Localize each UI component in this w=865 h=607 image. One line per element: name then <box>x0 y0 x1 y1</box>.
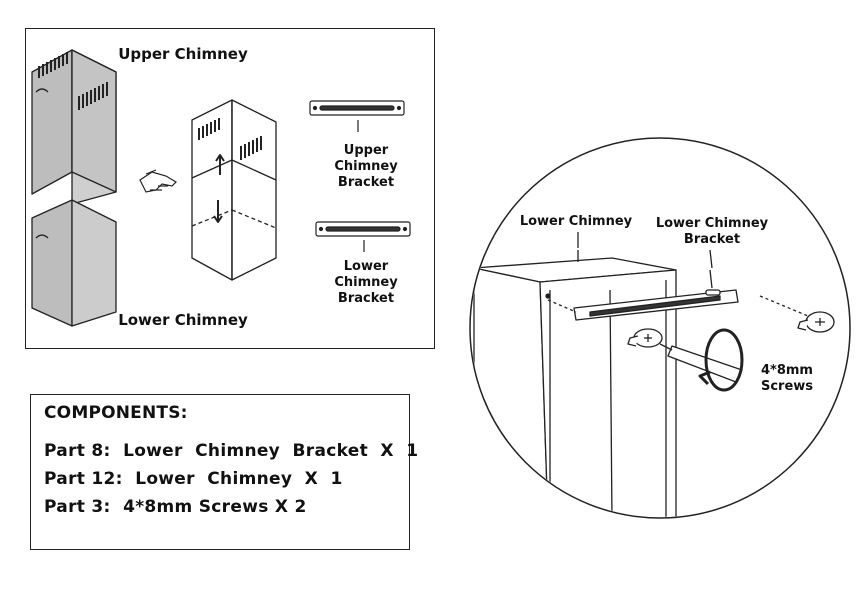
component-item: Part 12: Lower Chimney X 1 <box>44 469 343 489</box>
screw-icon <box>627 328 663 348</box>
upper-bracket-label: Upper Chimney Bracket <box>320 143 412 191</box>
detail-circle <box>469 137 851 519</box>
upper-bracket-illustration <box>309 100 405 132</box>
lower-bracket-label-line3: Bracket <box>337 291 395 306</box>
screws-label: 4*8mm Screws <box>754 363 820 395</box>
upper-chimney-label: Upper Chimney <box>118 45 248 63</box>
screw-icon <box>547 295 835 333</box>
detail-lower-bracket-label-line1: Lower Chimney <box>655 216 769 231</box>
detail-lower-bracket <box>573 269 739 321</box>
rotation-arrow-icon <box>698 328 744 392</box>
upper-bracket-label-line2: Chimney <box>334 159 398 174</box>
screws-label-line1: 4*8mm <box>761 363 813 378</box>
exploded-view-panel <box>25 28 435 349</box>
detail-lower-bracket-label: Lower Chimney Bracket <box>650 216 774 248</box>
lower-bracket-label-line1: Lower <box>343 259 389 274</box>
upper-chimney-illustration <box>31 49 117 205</box>
lower-chimney-label: Lower Chimney <box>118 311 248 329</box>
components-title: COMPONENTS: <box>44 403 188 423</box>
detail-lower-chimney-label: Lower Chimney <box>519 214 633 229</box>
hand-pointer-icon <box>139 169 177 193</box>
detail-lower-bracket-label-line2: Bracket <box>683 232 741 247</box>
detail-lower-chimney <box>473 250 677 517</box>
components-box: COMPONENTS: Part 8: Lower Chimney Bracke… <box>30 394 418 550</box>
assembled-chimney-illustration <box>191 99 277 281</box>
upper-bracket-label-line3: Bracket <box>337 175 395 190</box>
lower-bracket-label-line2: Chimney <box>334 275 398 290</box>
screws-label-line2: Screws <box>760 379 814 394</box>
component-item: Part 8: Lower Chimney Bracket X 1 <box>44 441 419 461</box>
upper-bracket-label-line1: Upper <box>343 143 389 158</box>
lower-chimney-illustration <box>31 199 117 327</box>
lower-bracket-label: Lower Chimney Bracket <box>320 259 412 307</box>
component-item: Part 3: 4*8mm Screws X 2 <box>44 497 307 517</box>
lower-bracket-illustration <box>315 221 411 252</box>
